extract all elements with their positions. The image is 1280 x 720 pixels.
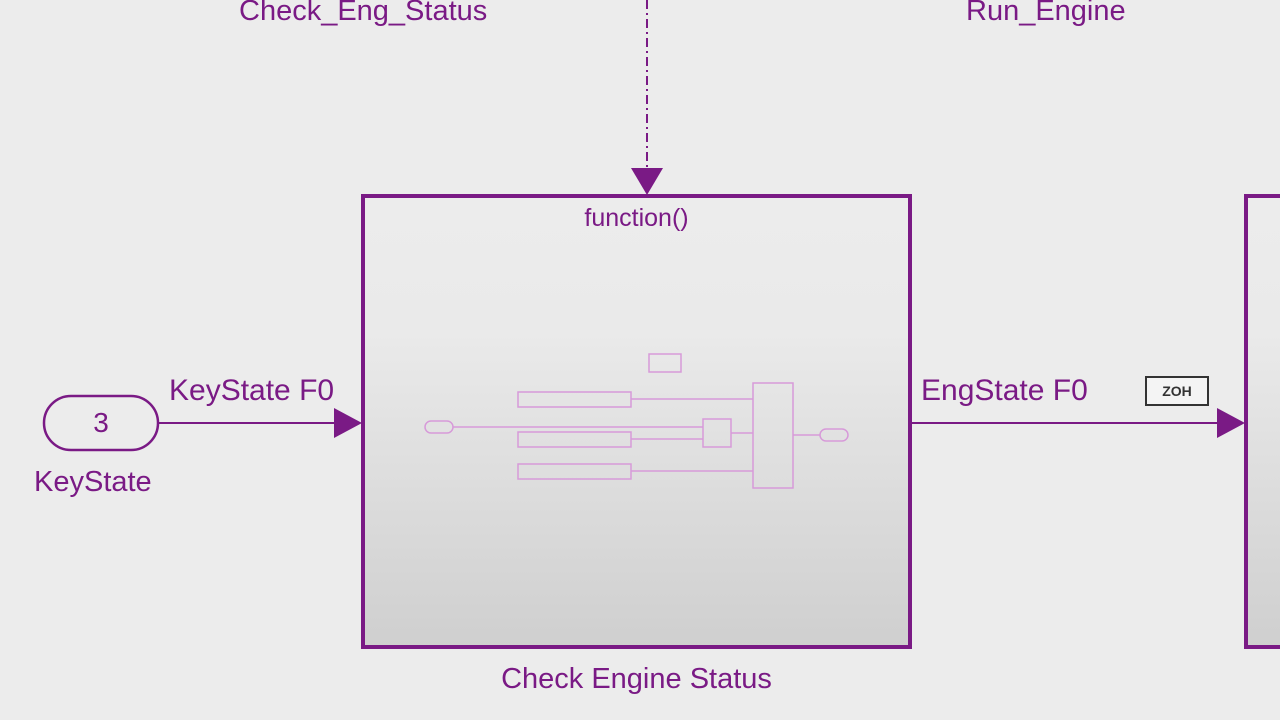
- function-call-arrowhead: [631, 168, 663, 195]
- run-engine-label: Run_Engine: [966, 0, 1126, 27]
- inport-number: 3: [93, 407, 109, 438]
- inport-name-label: KeyState: [34, 466, 152, 498]
- input-signal-label[interactable]: KeyState F0: [169, 374, 335, 407]
- check-engine-status-block[interactable]: [361, 194, 912, 649]
- zoh-rate-badge: ZOH: [1145, 376, 1209, 406]
- engstate-signal-arrowhead: [1217, 408, 1245, 438]
- run-engine-block[interactable]: [1244, 194, 1280, 649]
- output-signal-label[interactable]: EngState F0: [921, 374, 1088, 407]
- check-eng-status-label: Check_Eng_Status: [239, 0, 488, 27]
- keystate-signal-arrowhead: [334, 408, 362, 438]
- subsystem-name-label[interactable]: Check Engine Status: [501, 663, 772, 695]
- subsystem-contents-icon: [424, 353, 849, 489]
- function-port-label: function(): [584, 204, 689, 232]
